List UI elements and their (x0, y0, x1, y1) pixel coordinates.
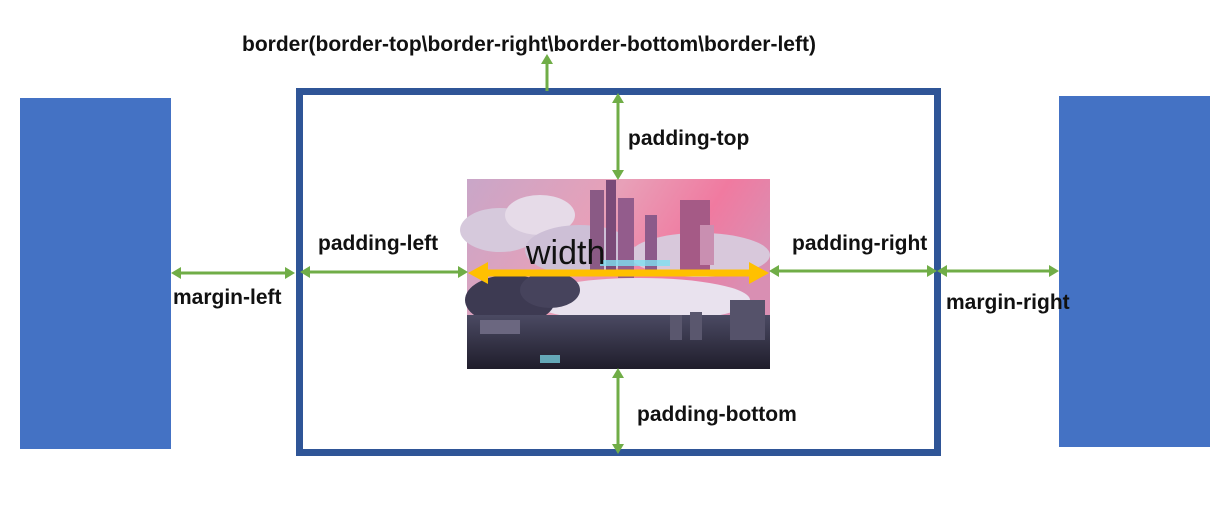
border-label: border(border-top\border-right\border-bo… (242, 33, 816, 56)
width-arrow (468, 262, 769, 284)
padding-left-label: padding-left (318, 232, 439, 255)
padding-right-label: padding-right (792, 232, 928, 255)
margin-right-label: margin-right (946, 291, 1070, 314)
padding-top-label: padding-top (628, 127, 750, 150)
left-neighbor-box (20, 98, 171, 449)
width-label: width (526, 234, 606, 272)
content-image (460, 179, 770, 369)
margin-left-label: margin-left (173, 286, 282, 309)
right-neighbor-box (1059, 96, 1210, 447)
arrow-heads (171, 54, 1059, 454)
dimension-arrows (178, 62, 1052, 446)
padding-bottom-label: padding-bottom (637, 403, 797, 426)
